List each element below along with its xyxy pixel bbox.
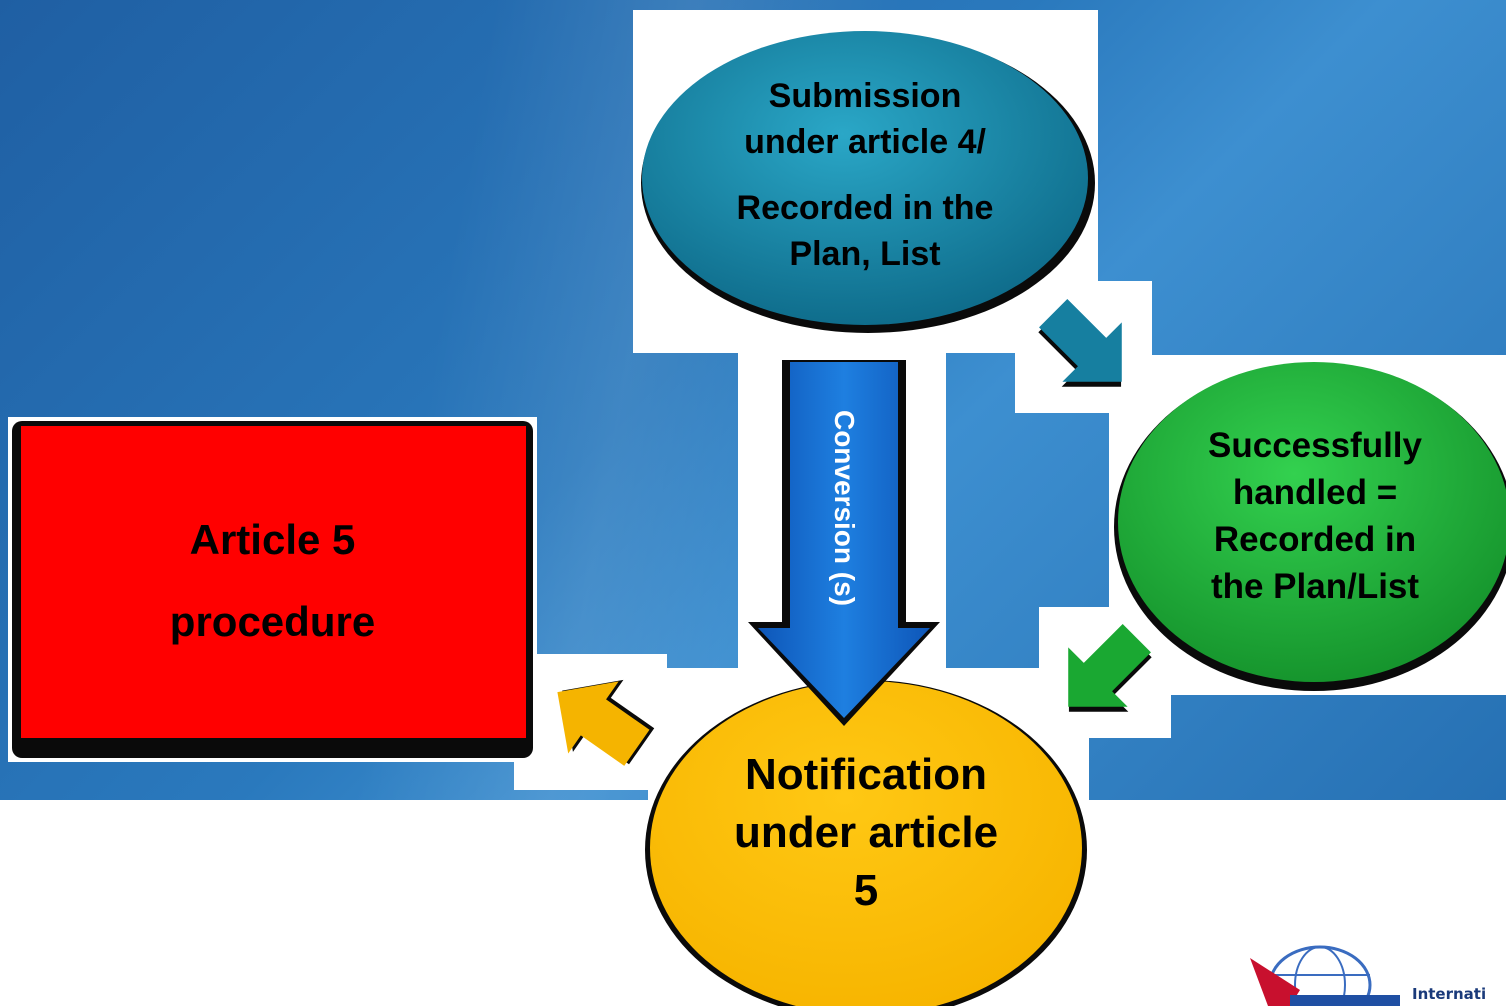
conversion-label: Conversion (s) [829,409,860,607]
yellow-arrow [557,679,655,766]
submission-line4: Plan, List [789,235,941,273]
green-arrow [1068,624,1152,712]
submission-line3: Recorded in the [736,189,994,227]
itu-logo-text: Internati [1412,985,1487,1003]
conversion-arrow [748,360,940,726]
itu-globe-logo [1250,945,1400,1006]
successful-line4: the Plan/List [1210,567,1420,606]
successful-line3: Recorded in [1213,520,1417,559]
article5-label: Article 5 procedure [70,500,475,662]
article5-line1: Article 5 [189,516,356,563]
notification-line3: 5 [853,866,879,915]
successful-label: Successfully handled = Recorded in the P… [1160,420,1470,612]
teal-arrow [1038,299,1122,387]
successful-line1: Successfully [1208,426,1422,465]
article5-line2: procedure [169,598,376,645]
submission-line1: Submission [768,77,962,115]
submission-label: Submission under article 4/ Recorded in … [690,68,1040,282]
notification-label: Notification under article 5 [690,745,1042,921]
submission-line2: under article 4/ [744,123,986,161]
successful-line2: handled = [1232,473,1398,512]
notification-line2: under article [733,808,999,857]
notification-line1: Notification [745,750,987,799]
